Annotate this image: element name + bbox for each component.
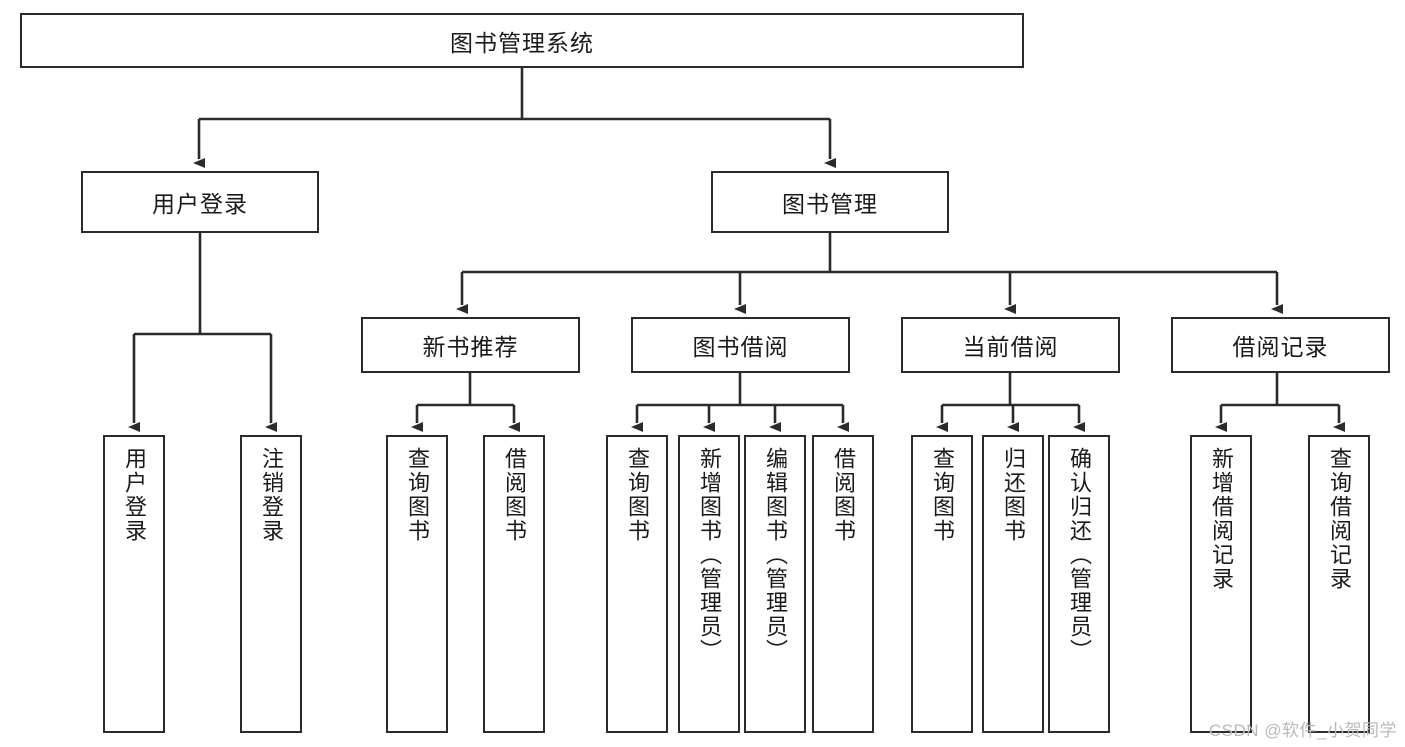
leaf-query-book-borrow[interactable]: 查询图书 <box>606 435 668 733</box>
leaf-label: 查询图书 <box>404 447 430 543</box>
leaf-label: 用户登录 <box>121 447 147 543</box>
leaf-label: 编辑图书（管理员） <box>762 447 788 663</box>
node-book-borrow[interactable]: 图书借阅 <box>631 317 850 373</box>
leaf-label: 注销登录 <box>258 447 284 543</box>
node-label: 用户登录 <box>152 191 248 217</box>
leaf-label: 查询图书 <box>624 447 650 543</box>
leaf-label: 确认归还（管理员） <box>1066 447 1092 663</box>
node-label: 图书借阅 <box>692 334 789 360</box>
leaf-edit-book-admin[interactable]: 编辑图书（管理员） <box>744 435 806 733</box>
leaf-query-book-current[interactable]: 查询图书 <box>911 435 973 733</box>
node-label: 新书推荐 <box>422 334 519 360</box>
leaf-logout[interactable]: 注销登录 <box>240 435 302 733</box>
leaf-confirm-return-admin[interactable]: 确认归还（管理员） <box>1048 435 1110 733</box>
leaf-borrow-book[interactable]: 借阅图书 <box>812 435 874 733</box>
leaf-label: 借阅图书 <box>830 447 856 543</box>
watermark: CSDN @软件_小贺同学 <box>1208 721 1397 740</box>
node-current-borrow[interactable]: 当前借阅 <box>901 317 1120 373</box>
leaf-label: 查询图书 <box>929 447 955 543</box>
node-label: 借阅记录 <box>1232 334 1329 360</box>
node-label: 图书管理系统 <box>450 29 594 56</box>
leaf-borrow-book-newbook[interactable]: 借阅图书 <box>483 435 545 733</box>
leaf-label: 归还图书 <box>1000 447 1026 543</box>
node-label: 当前借阅 <box>962 334 1059 360</box>
leaf-query-borrow-record[interactable]: 查询借阅记录 <box>1308 435 1370 733</box>
leaf-user-login[interactable]: 用户登录 <box>103 435 165 733</box>
leaf-add-borrow-record[interactable]: 新增借阅记录 <box>1190 435 1252 733</box>
leaf-query-book-newbook[interactable]: 查询图书 <box>386 435 448 733</box>
leaf-label: 新增图书（管理员） <box>696 447 722 663</box>
node-root-book-management-system[interactable]: 图书管理系统 <box>20 13 1024 68</box>
node-new-book-recommend[interactable]: 新书推荐 <box>361 317 580 373</box>
node-book-management[interactable]: 图书管理 <box>711 171 949 233</box>
node-user-login[interactable]: 用户登录 <box>81 171 319 233</box>
leaf-return-book[interactable]: 归还图书 <box>982 435 1044 733</box>
leaf-add-book-admin[interactable]: 新增图书（管理员） <box>678 435 740 733</box>
leaf-label: 新增借阅记录 <box>1208 447 1234 591</box>
leaf-label: 查询借阅记录 <box>1326 447 1352 591</box>
node-label: 图书管理 <box>782 191 878 217</box>
leaf-label: 借阅图书 <box>501 447 527 543</box>
node-borrow-record[interactable]: 借阅记录 <box>1171 317 1390 373</box>
